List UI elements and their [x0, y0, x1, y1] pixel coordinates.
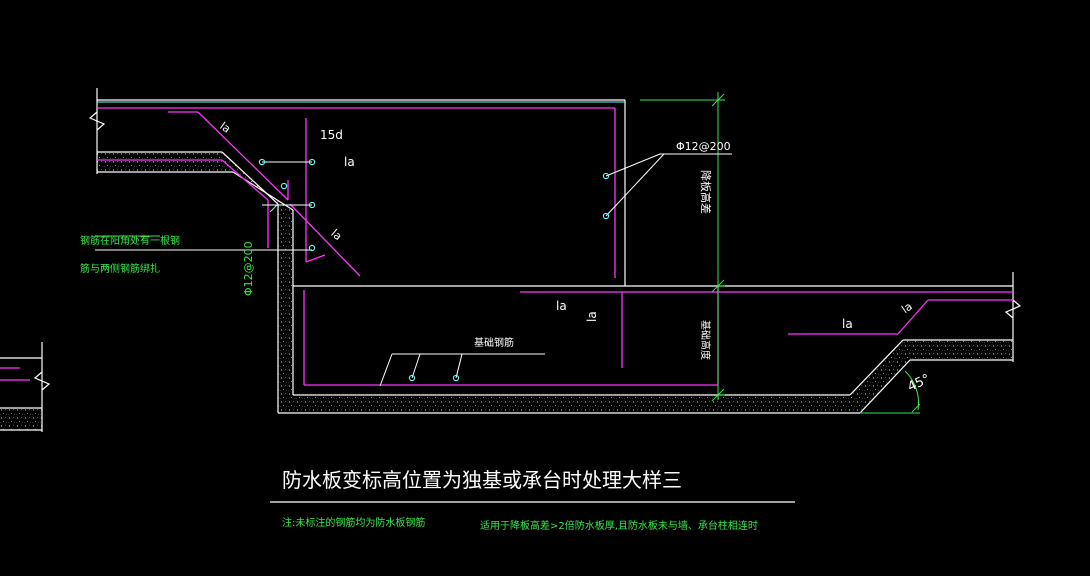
- label-la-right-slant: la: [899, 300, 914, 316]
- leader-lines: [95, 153, 732, 387]
- concrete-outlines: [0, 88, 1022, 503]
- label-la-lower-horiz: la: [556, 299, 567, 313]
- note-left: 注:未标注的钢筋均为防水板钢筋: [282, 516, 425, 529]
- label-foundation-height: 基础高度: [699, 320, 712, 360]
- rebar-magenta: [0, 107, 1013, 386]
- note-right: 适用于降板高差>2倍防水板厚,且防水板未与墙、承台柱相连时: [480, 519, 758, 532]
- concrete-layer-left-fragment: [0, 408, 42, 430]
- label-angle-45: 45°: [905, 372, 932, 395]
- label-height-diff: 降板高差: [699, 170, 713, 214]
- concrete-layer-main: [97, 152, 1013, 413]
- label-rebar-note-line1: 钢筋在阳角处有一根钢: [80, 234, 180, 247]
- label-15d: 15d: [320, 128, 343, 142]
- label-foundation-rebar: 基础钢筋: [474, 336, 514, 349]
- label-rebar-left-vert: Φ12@200: [242, 241, 255, 296]
- label-la-mid: la: [344, 155, 355, 169]
- label-la-lower-slant: la: [328, 227, 344, 243]
- dimension-lines: [95, 92, 921, 414]
- label-la-lower-vert: la: [585, 311, 599, 322]
- drawing-title: 防水板变标高位置为独基或承台时处理大样三: [282, 468, 682, 492]
- label-la-right: la: [842, 317, 853, 331]
- label-rebar-note-line2: 筋与两侧钢筋绑扎: [80, 262, 160, 275]
- rebar-circles: [258, 158, 610, 382]
- label-rebar-top-right: Φ12@200: [676, 140, 731, 153]
